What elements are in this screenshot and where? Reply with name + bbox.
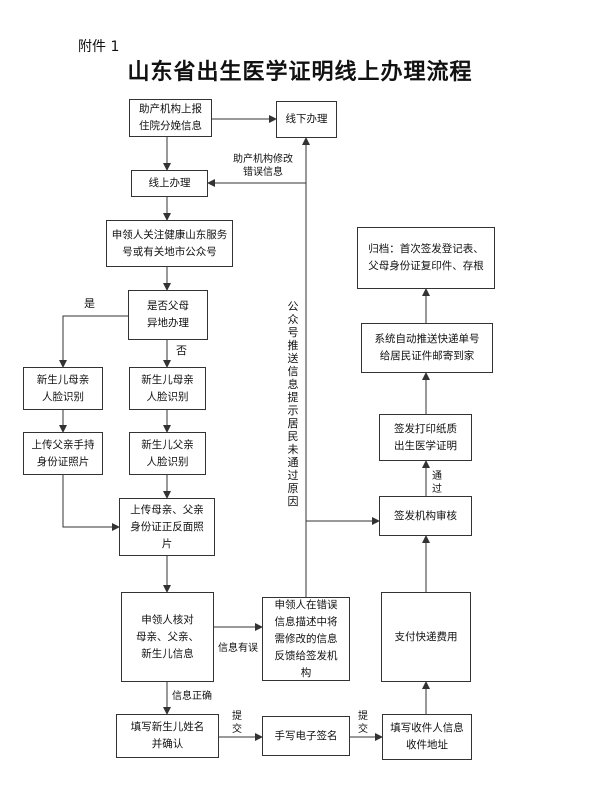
label-submit-1: 提 交	[232, 711, 242, 735]
box-push-tracking-number: 系统自动推送快递单号 给居民证件邮寄到家	[361, 323, 493, 373]
label-submit-2: 提 交	[358, 711, 368, 735]
attachment-label: 附件 1	[78, 39, 120, 55]
box-handwritten-signature: 手写电子签名	[262, 716, 350, 756]
arrow-yes-branch	[59, 315, 128, 368]
box-father-face: 新生儿父亲 人脸识别	[129, 432, 206, 475]
box-upload-father-id-photo: 上传父亲手持 身份证照片	[23, 432, 103, 475]
label-no: 否	[176, 344, 187, 357]
label-fix-error: 助产机构修改 错误信息	[233, 154, 293, 178]
box-fill-baby-name: 填写新生儿姓名 并确认	[116, 714, 219, 758]
arrow-feedback-to-review	[305, 517, 380, 597]
label-pass: 通 过	[432, 471, 442, 495]
label-push-reason: 公众号推送信息提示居民未通过原因	[287, 300, 299, 508]
box-offline-handling: 线下办理	[276, 101, 337, 138]
box-decision-parents-remote: 是否父母 异地办理	[128, 290, 208, 340]
box-verify-info: 申领人核对 母亲、父亲、 新生儿信息	[121, 592, 214, 682]
box-mother-face-right: 新生儿母亲 人脸识别	[129, 367, 206, 410]
box-mother-face-left: 新生儿母亲 人脸识别	[23, 367, 103, 410]
label-info-correct: 信息正确	[172, 691, 212, 702]
label-info-error: 信息有误	[218, 643, 258, 654]
page-title: 山东省出生医学证明线上办理流程	[127, 59, 473, 85]
box-print-certificate: 签发打印纸质 出生医学证明	[379, 414, 472, 461]
box-pay-shipping: 支付快递费用	[381, 592, 471, 682]
box-archive: 归档：首次签发登记表、 父母身份证复印件、存根	[357, 227, 495, 289]
box-upload-parent-ids: 上传母亲、父亲 身份证正反面照 片	[119, 498, 215, 556]
label-yes: 是	[84, 297, 95, 310]
box-follow-service-account: 申领人关注健康山东服务 号或有关地市公众号	[106, 220, 233, 267]
box-online-handling: 线上办理	[131, 170, 208, 197]
box-issuer-review: 签发机构审核	[379, 496, 472, 536]
box-report-birth-info: 助产机构上报 住院分娩信息	[129, 99, 212, 137]
arrow-upload-to-ids	[62, 475, 120, 531]
box-fill-recipient-address: 填写收件人信息 收件地址	[382, 714, 472, 760]
box-feedback-errors: 申领人在错误 信息描述中将 需修改的信息 反馈给签发机 构	[262, 597, 350, 681]
